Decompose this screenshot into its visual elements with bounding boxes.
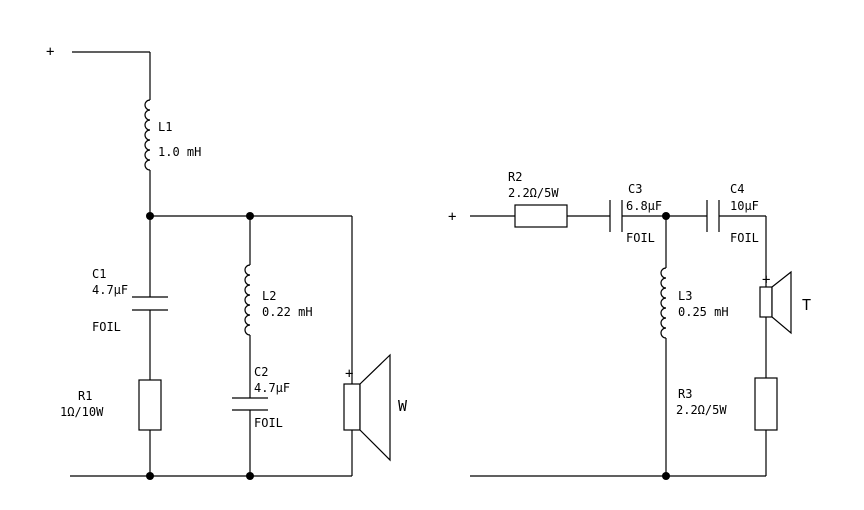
r2-value: 2.2Ω/5W [508, 186, 559, 200]
c3-name: C3 [628, 182, 642, 196]
c4-name: C4 [730, 182, 744, 196]
l3-name: L3 [678, 289, 692, 303]
junction-dot [246, 472, 254, 480]
woofer-speaker-cone [359, 353, 391, 462]
junction-dot [662, 472, 670, 480]
tweeter-speaker-label: T [802, 296, 811, 314]
c4-value: 10µF [730, 199, 759, 213]
inductor-l1 [144, 99, 151, 171]
c3-value: 6.8µF [626, 199, 662, 213]
r1-value: 1Ω/10W [60, 405, 104, 419]
c3-type: FOIL [626, 231, 655, 245]
l3-value: 0.25 mH [678, 305, 729, 319]
r3-name: R3 [678, 387, 692, 401]
r2-name: R2 [508, 170, 522, 184]
c2-value: 4.7µF [254, 381, 290, 395]
c2-type: FOIL [254, 416, 283, 430]
tweeter-circuit: + R2 2.2Ω/5W C3 6.8µF FOIL C4 10µF FOIL … [448, 170, 811, 480]
woofer-input-plus: + [46, 44, 54, 60]
c1-type: FOIL [92, 320, 121, 334]
l2-value: 0.22 mH [262, 305, 313, 319]
resistor-r3 [754, 377, 778, 431]
c1-value: 4.7µF [92, 283, 128, 297]
inductor-l2 [244, 264, 251, 336]
tweeter-speaker-magnet [759, 286, 773, 318]
l1-value: 1.0 mH [158, 145, 201, 159]
r3-value: 2.2Ω/5W [676, 403, 727, 417]
woofer-speaker-plus: + [345, 366, 353, 382]
woofer-circuit: + L1 1.0 mH C1 4.7µF FOIL R1 1Ω/10W L2 0… [46, 44, 408, 480]
l1-name: L1 [158, 120, 172, 134]
junction-dot [146, 472, 154, 480]
resistor-r1 [138, 379, 162, 431]
woofer-speaker-label: W [398, 397, 408, 415]
tweeter-speaker-plus: + [762, 272, 770, 288]
tweeter-speaker-cone [771, 270, 792, 335]
r1-name: R1 [78, 389, 92, 403]
inductor-l3 [660, 267, 667, 339]
l2-name: L2 [262, 289, 276, 303]
c1-name: C1 [92, 267, 106, 281]
c2-name: C2 [254, 365, 268, 379]
woofer-speaker-magnet [343, 383, 361, 431]
resistor-r2 [514, 204, 568, 228]
tweeter-input-plus: + [448, 209, 456, 225]
c4-type: FOIL [730, 231, 759, 245]
